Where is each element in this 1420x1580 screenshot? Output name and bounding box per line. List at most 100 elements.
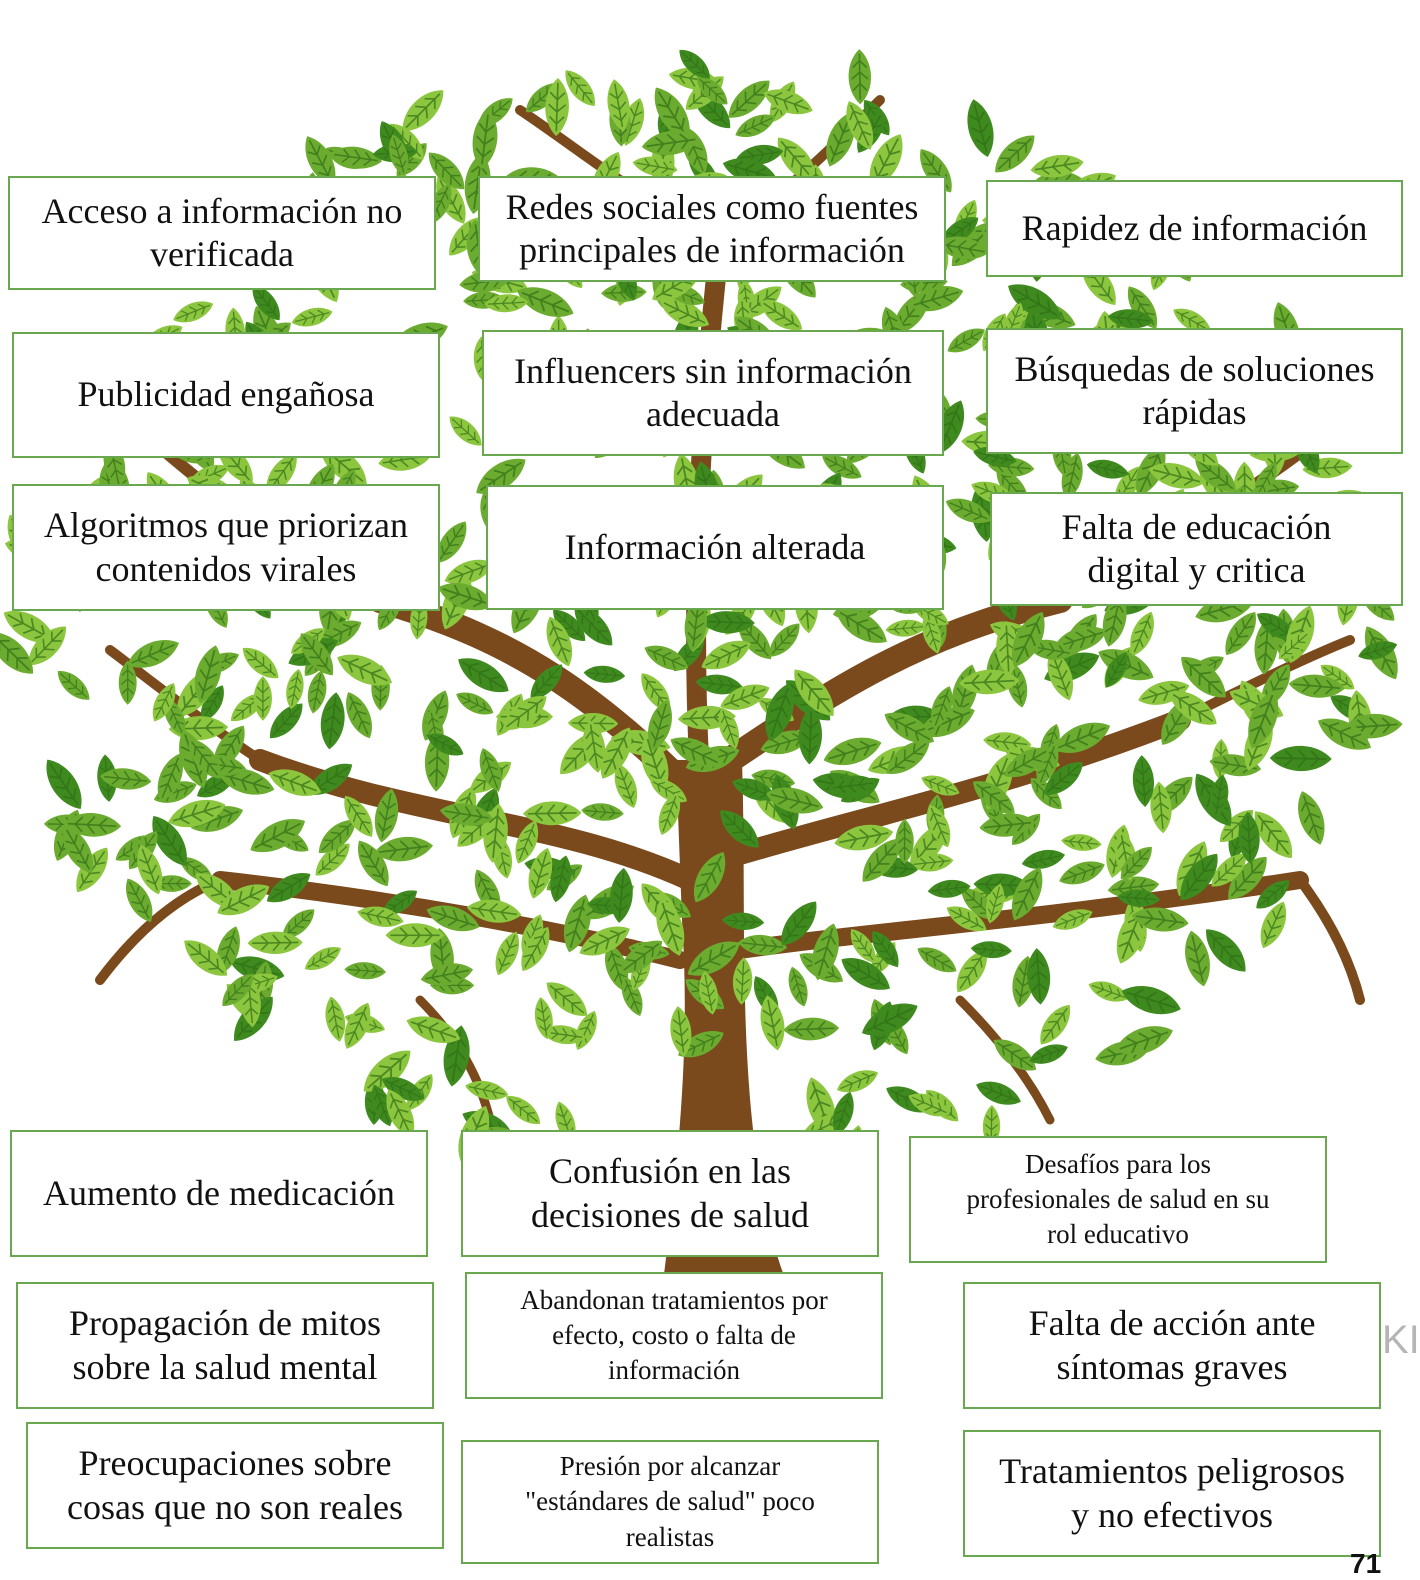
- leaf: [151, 875, 192, 892]
- leaf: [321, 994, 349, 1044]
- leaf: [237, 975, 263, 1029]
- leaf: [649, 894, 692, 960]
- leaf: [908, 596, 953, 632]
- leaf: [827, 1088, 860, 1138]
- leaf: [1032, 999, 1078, 1051]
- leaf: [998, 739, 1056, 786]
- leaf: [1114, 840, 1159, 886]
- leaf: [1188, 449, 1243, 500]
- leaf: [911, 142, 960, 199]
- leaf: [978, 810, 1037, 840]
- leaf: [757, 724, 815, 760]
- leaf: [289, 303, 335, 331]
- leaf: [99, 437, 130, 491]
- leaf: [1025, 947, 1053, 1006]
- leaf: [402, 1009, 465, 1050]
- cause-box-3: Rapidez de información: [986, 180, 1403, 277]
- leaf: [483, 293, 529, 314]
- leaf: [317, 690, 348, 751]
- leaf: [681, 596, 710, 653]
- leaf: [827, 772, 879, 799]
- leaf: [1148, 780, 1174, 835]
- leaf: [539, 974, 594, 1024]
- tree-illustration: [0, 43, 1407, 1290]
- leaf: [443, 410, 488, 452]
- effect-label-7: Preocupaciones sobre cosas que no son re…: [67, 1443, 403, 1527]
- leaf: [1037, 754, 1090, 803]
- effect-label-4: Propagación de mitos sobre la salud ment…: [69, 1303, 381, 1387]
- leaf: [1312, 709, 1377, 759]
- leaf: [378, 1084, 422, 1143]
- leaf: [734, 141, 785, 169]
- leaf: [1057, 450, 1088, 503]
- leaf: [934, 232, 991, 264]
- leaf: [762, 617, 807, 663]
- leaf: [264, 762, 326, 804]
- leaf: [1001, 274, 1069, 329]
- leaf: [312, 812, 363, 861]
- leaf: [539, 612, 579, 671]
- leaf: [860, 128, 912, 195]
- leaf: [1315, 658, 1360, 696]
- leaf: [439, 1023, 474, 1089]
- leaf: [418, 958, 476, 991]
- leaf: [302, 755, 359, 803]
- cause-box-7: Algoritmos que priorizan contenidos vira…: [12, 484, 440, 611]
- leaf: [920, 800, 957, 851]
- leaf: [0, 623, 42, 683]
- effect-box-6: Falta de acción ante síntomas graves: [963, 1282, 1381, 1409]
- leaf: [349, 834, 397, 892]
- cause-label-3: Rapidez de información: [1021, 207, 1368, 248]
- leaf: [1026, 1039, 1071, 1070]
- leaf: [343, 960, 387, 981]
- leaf: [768, 129, 825, 191]
- leaf: [245, 279, 287, 326]
- cause-label-1: Acceso a información no verificada: [41, 190, 403, 274]
- leaf: [1084, 455, 1131, 483]
- effect-box-8: Presión por alcanzar "estándares de salu…: [461, 1440, 879, 1564]
- leaf: [685, 846, 734, 909]
- effect-box-2: Confusión en las decisiones de salud: [461, 1130, 879, 1257]
- leaf: [377, 1070, 429, 1108]
- leaf: [755, 993, 790, 1053]
- leaf: [731, 108, 780, 144]
- leaf: [365, 1081, 399, 1130]
- leaf: [1204, 846, 1254, 894]
- leaf: [143, 809, 196, 873]
- leaf: [500, 1089, 546, 1131]
- leaf: [513, 921, 558, 977]
- leaf: [531, 995, 556, 1041]
- leaf: [954, 881, 1002, 927]
- leaf: [236, 640, 285, 686]
- leaf: [261, 865, 316, 911]
- cause-box-9: Falta de educación digital y critica: [990, 492, 1403, 606]
- leaf: [763, 781, 827, 820]
- leaf: [970, 939, 1013, 960]
- leaf: [694, 672, 745, 697]
- leaf: [599, 940, 635, 995]
- leaf: [848, 48, 872, 105]
- leaf: [1269, 745, 1332, 772]
- leaf: [1131, 754, 1156, 808]
- effect-box-4: Propagación de mitos sobre la salud ment…: [16, 1282, 434, 1409]
- leaf: [355, 902, 406, 932]
- leaf: [642, 696, 678, 754]
- leaf: [429, 515, 475, 569]
- leaf: [917, 611, 947, 657]
- leaf: [1252, 616, 1281, 676]
- leaf: [982, 729, 1033, 755]
- leaf: [469, 108, 501, 171]
- leaf: [994, 620, 1021, 677]
- leaf: [603, 77, 634, 134]
- leaf: [1145, 457, 1208, 495]
- leaf: [1245, 803, 1302, 866]
- leaf: [1019, 846, 1067, 873]
- leaf: [1207, 750, 1263, 780]
- leaf: [645, 80, 700, 147]
- leaf: [1341, 711, 1404, 741]
- leaf: [118, 873, 160, 927]
- leaf: [384, 132, 414, 179]
- leaf: [665, 729, 727, 776]
- leaf: [438, 799, 495, 830]
- leaf: [215, 762, 278, 801]
